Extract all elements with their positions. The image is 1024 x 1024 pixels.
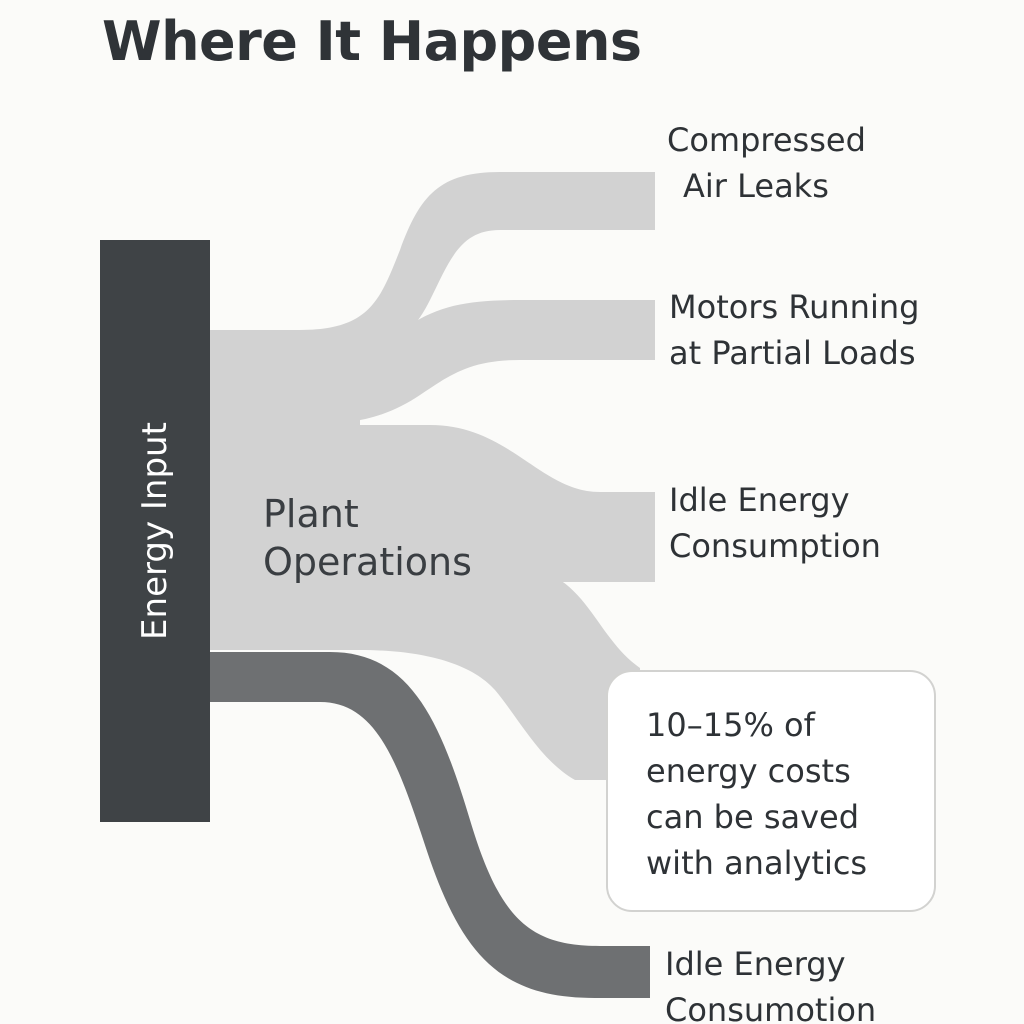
flow-idle-energy-consumption bbox=[300, 425, 655, 582]
plant-operations-line-1: Plant bbox=[263, 492, 359, 536]
callout-line: with analytics bbox=[646, 844, 868, 882]
output-label-line: at Partial Loads bbox=[669, 334, 916, 372]
callout-line: energy costs bbox=[646, 752, 851, 790]
output-label-idle-energy-consumotion: Idle Energy Consumotion bbox=[665, 941, 876, 1024]
flow-analytics-savings bbox=[300, 560, 640, 780]
flow-idle-energy-consumotion bbox=[210, 652, 650, 998]
energy-input-bar bbox=[100, 240, 210, 822]
flow-motors-partial-loads bbox=[300, 300, 655, 425]
flow-compressed-air-leaks bbox=[300, 172, 655, 365]
callout-line: 10–15% of bbox=[646, 706, 815, 744]
page-title: Where It Happens bbox=[102, 10, 642, 73]
plant-operations-label: Plant Operations bbox=[263, 490, 472, 586]
output-label-line: Idle Energy bbox=[665, 945, 846, 983]
energy-input-label: Energy Input bbox=[135, 422, 175, 640]
output-label-line: Air Leaks bbox=[683, 167, 829, 205]
callout-line: can be saved bbox=[646, 798, 860, 836]
output-label-line: Motors Running bbox=[669, 288, 920, 326]
output-label-idle-energy-consumption: Idle Energy Consumption bbox=[669, 477, 881, 569]
savings-callout-box: 10–15% of energy costs can be saved with… bbox=[606, 670, 936, 912]
output-label-compressed-air-leaks: Compressed Air Leaks bbox=[667, 117, 866, 209]
output-label-line: Idle Energy bbox=[669, 481, 850, 519]
plant-operations-line-2: Operations bbox=[263, 540, 472, 584]
output-label-line: Compressed bbox=[667, 121, 866, 159]
output-label-motors-partial-loads: Motors Running at Partial Loads bbox=[669, 284, 919, 376]
output-label-line: Consumotion bbox=[665, 991, 877, 1024]
output-label-line: Consumption bbox=[669, 527, 881, 565]
